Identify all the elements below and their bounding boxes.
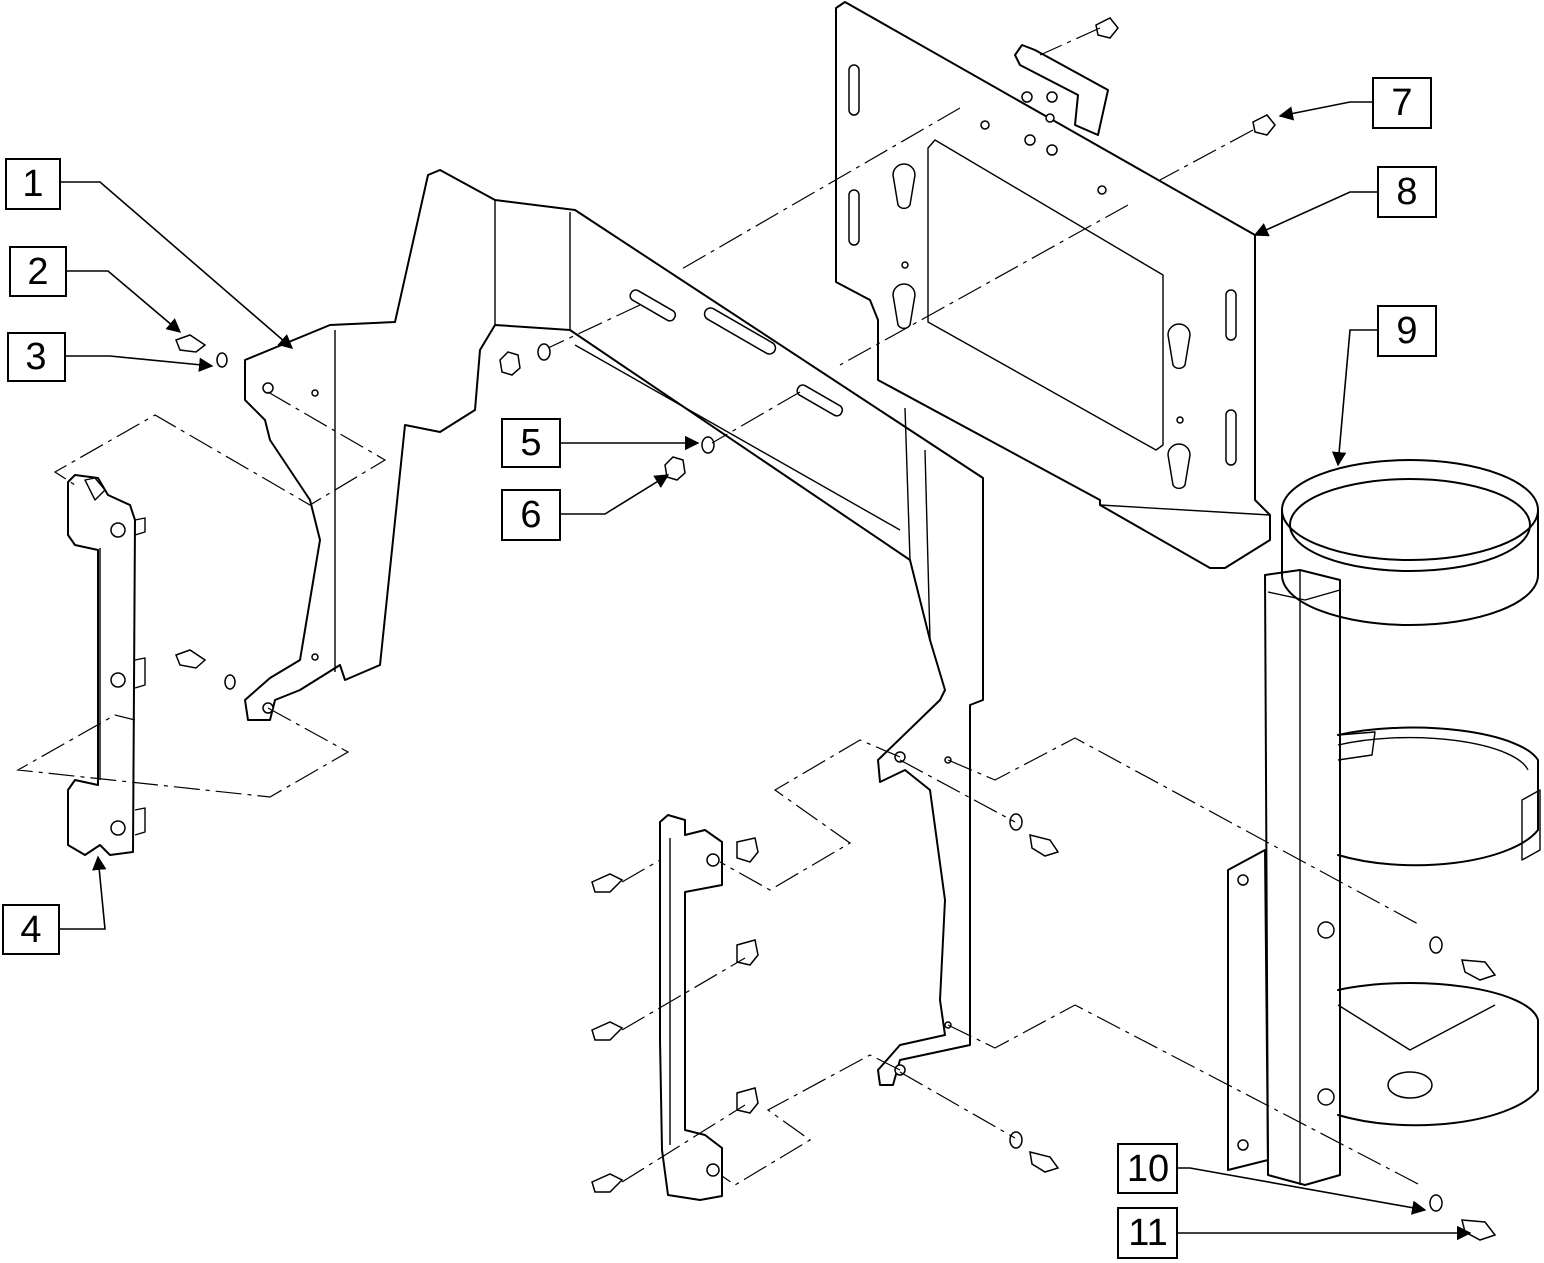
callout-10: 10: [1117, 1143, 1427, 1215]
cylinder-holder: [1227, 459, 1541, 1186]
callout-9: 9: [1331, 305, 1437, 467]
svg-text:3: 3: [25, 336, 46, 378]
main-bracket: [244, 169, 984, 1086]
svg-text:5: 5: [520, 422, 541, 464]
svg-text:11: 11: [1128, 1212, 1167, 1254]
callout-11: 11: [1117, 1207, 1472, 1259]
svg-text:8: 8: [1396, 171, 1417, 213]
callout-6: 6: [501, 474, 670, 541]
callout-1: 1: [5, 158, 294, 349]
svg-text:10: 10: [1127, 1148, 1169, 1190]
right-clamp-rail: [659, 814, 759, 1201]
left-clamp-rail: [67, 474, 146, 856]
mounting-plate: [835, 1, 1271, 569]
svg-text:2: 2: [27, 251, 48, 293]
callout-3: 3: [7, 332, 214, 382]
assembly-centerlines: [16, 27, 1421, 1186]
callout-7: 7: [1278, 77, 1432, 129]
svg-text:1: 1: [22, 163, 43, 205]
callout-5: 5: [501, 418, 700, 468]
callout-8: 8: [1253, 166, 1437, 237]
svg-text:7: 7: [1391, 82, 1412, 124]
svg-text:4: 4: [20, 909, 41, 951]
svg-text:6: 6: [520, 494, 541, 536]
svg-text:9: 9: [1396, 310, 1417, 352]
callout-2: 2: [9, 246, 182, 333]
fastener-hardware: [175, 17, 1497, 1241]
callout-4: 4: [2, 855, 107, 955]
